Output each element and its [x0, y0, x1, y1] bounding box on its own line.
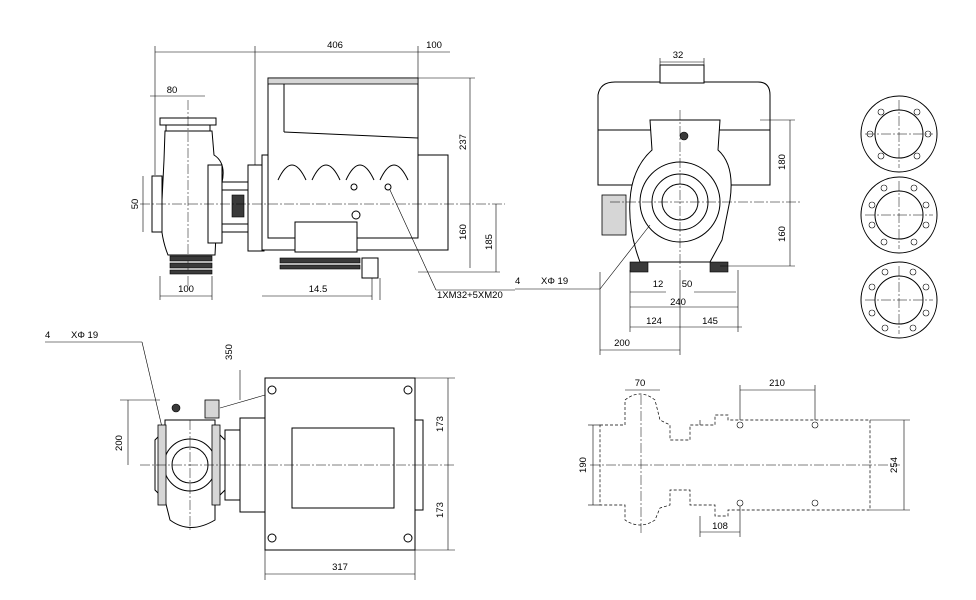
dim-14-5: 14.5 — [309, 284, 328, 295]
dim-32: 32 — [673, 50, 684, 61]
dim-145: 145 — [702, 316, 718, 327]
front-view: 32 180 160 4 XΦ 19 12 50 240 124 145 — [515, 50, 800, 355]
flange-2 — [860, 176, 938, 254]
dim-240: 240 — [670, 297, 686, 308]
dim-100-top: 100 — [426, 40, 442, 51]
dim-180: 180 — [777, 154, 788, 170]
dim-210: 210 — [769, 378, 785, 389]
dim-190: 190 — [578, 457, 589, 473]
dim-350: 350 — [224, 344, 235, 360]
dim-124: 124 — [646, 316, 662, 327]
plan-view: 4 XΦ 19 350 200 173 173 — [45, 330, 455, 580]
dim-80: 80 — [167, 85, 178, 96]
front-holes-count: 4 — [515, 276, 520, 287]
flange-3 — [860, 261, 938, 339]
dim-12: 12 — [653, 279, 664, 290]
dim-200-plan: 200 — [114, 435, 125, 451]
dim-100-bottom: 100 — [178, 284, 194, 295]
plan-holes-size: XΦ 19 — [71, 330, 98, 341]
dim-160-front: 160 — [777, 226, 788, 242]
foundation-view: 70 210 190 254 108 — [578, 378, 910, 537]
dim-200-front: 200 — [614, 338, 630, 349]
flange-details — [860, 95, 938, 339]
dim-160-side: 160 — [458, 224, 469, 240]
dim-173-a: 173 — [435, 416, 446, 432]
dim-70: 70 — [635, 378, 646, 389]
dim-237: 237 — [458, 134, 469, 150]
dim-50-front: 50 — [682, 279, 693, 290]
dim-108: 108 — [712, 521, 728, 532]
front-holes-size: XΦ 19 — [541, 276, 568, 287]
side-view: 406 100 80 — [130, 40, 515, 301]
dim-50: 50 — [130, 199, 141, 210]
dim-317: 317 — [332, 562, 348, 573]
dim-254: 254 — [889, 457, 900, 473]
plan-holes-count: 4 — [45, 330, 50, 341]
cable-label: 1XM32+5XM20 — [437, 290, 503, 301]
dim-185: 185 — [484, 234, 495, 250]
dim-406: 406 — [327, 40, 343, 51]
flange-1 — [860, 95, 938, 173]
dim-173-b: 173 — [435, 502, 446, 518]
